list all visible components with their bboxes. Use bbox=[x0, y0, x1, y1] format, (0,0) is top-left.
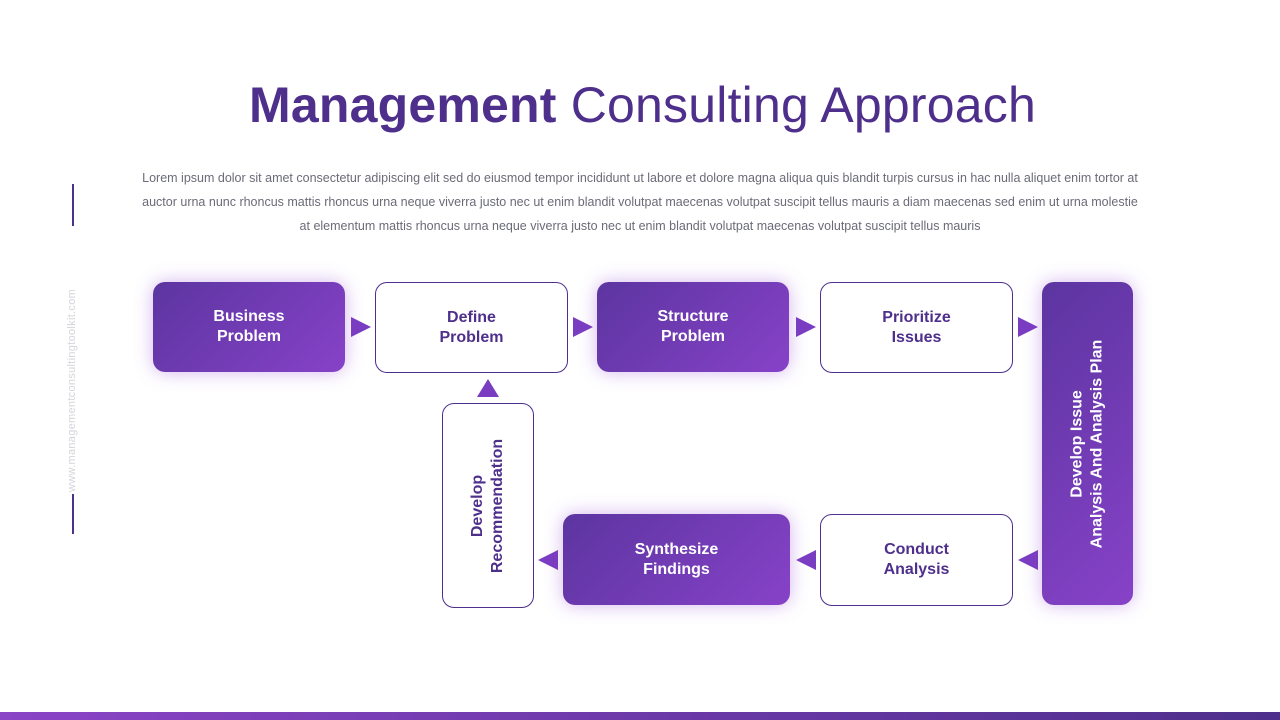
step-develop-issue-analysis-plan: Develop Issue Analysis And Analysis Plan bbox=[1042, 282, 1133, 605]
page-title: Management Consulting Approach bbox=[0, 74, 1280, 136]
step-label: Define Problem bbox=[439, 308, 504, 346]
website-url: www.managementconsultingtoolkit.com bbox=[66, 288, 78, 492]
step-label: Synthesize Findings bbox=[634, 540, 719, 578]
title-regular: Consulting Approach bbox=[570, 77, 1036, 133]
arrow-right-icon bbox=[796, 317, 816, 337]
step-label: Prioritize Issues bbox=[882, 308, 951, 346]
side-line-top bbox=[72, 184, 74, 226]
step-conduct-analysis: Conduct Analysis bbox=[820, 514, 1013, 606]
step-business-problem: Business Problem bbox=[153, 282, 345, 372]
step-prioritize-issues: Prioritize Issues bbox=[820, 282, 1013, 373]
step-label: Develop Recommendation bbox=[469, 438, 506, 573]
title-bold: Management bbox=[249, 77, 557, 133]
intro-paragraph: Lorem ipsum dolor sit amet consectetur a… bbox=[142, 171, 1138, 233]
step-develop-recommendation: Develop Recommendation bbox=[442, 403, 534, 608]
side-line-bottom bbox=[72, 494, 74, 534]
arrow-left-icon bbox=[1018, 550, 1038, 570]
step-label: Business Problem bbox=[213, 308, 285, 345]
arrow-right-icon bbox=[351, 317, 371, 337]
step-label: Develop Issue Analysis And Analysis Plan bbox=[1068, 339, 1106, 548]
arrow-right-icon bbox=[573, 317, 593, 337]
arrow-left-icon bbox=[796, 550, 816, 570]
step-define-problem: Define Problem bbox=[375, 282, 568, 373]
step-structure-problem: Structure Problem bbox=[597, 282, 789, 372]
bottom-accent-bar bbox=[0, 712, 1280, 720]
arrow-left-icon bbox=[538, 550, 558, 570]
arrow-up-icon bbox=[477, 379, 499, 397]
step-synthesize-findings: Synthesize Findings bbox=[563, 514, 790, 605]
arrow-right-icon bbox=[1018, 317, 1038, 337]
step-label: Conduct Analysis bbox=[883, 541, 950, 578]
step-label: Structure Problem bbox=[657, 308, 729, 345]
